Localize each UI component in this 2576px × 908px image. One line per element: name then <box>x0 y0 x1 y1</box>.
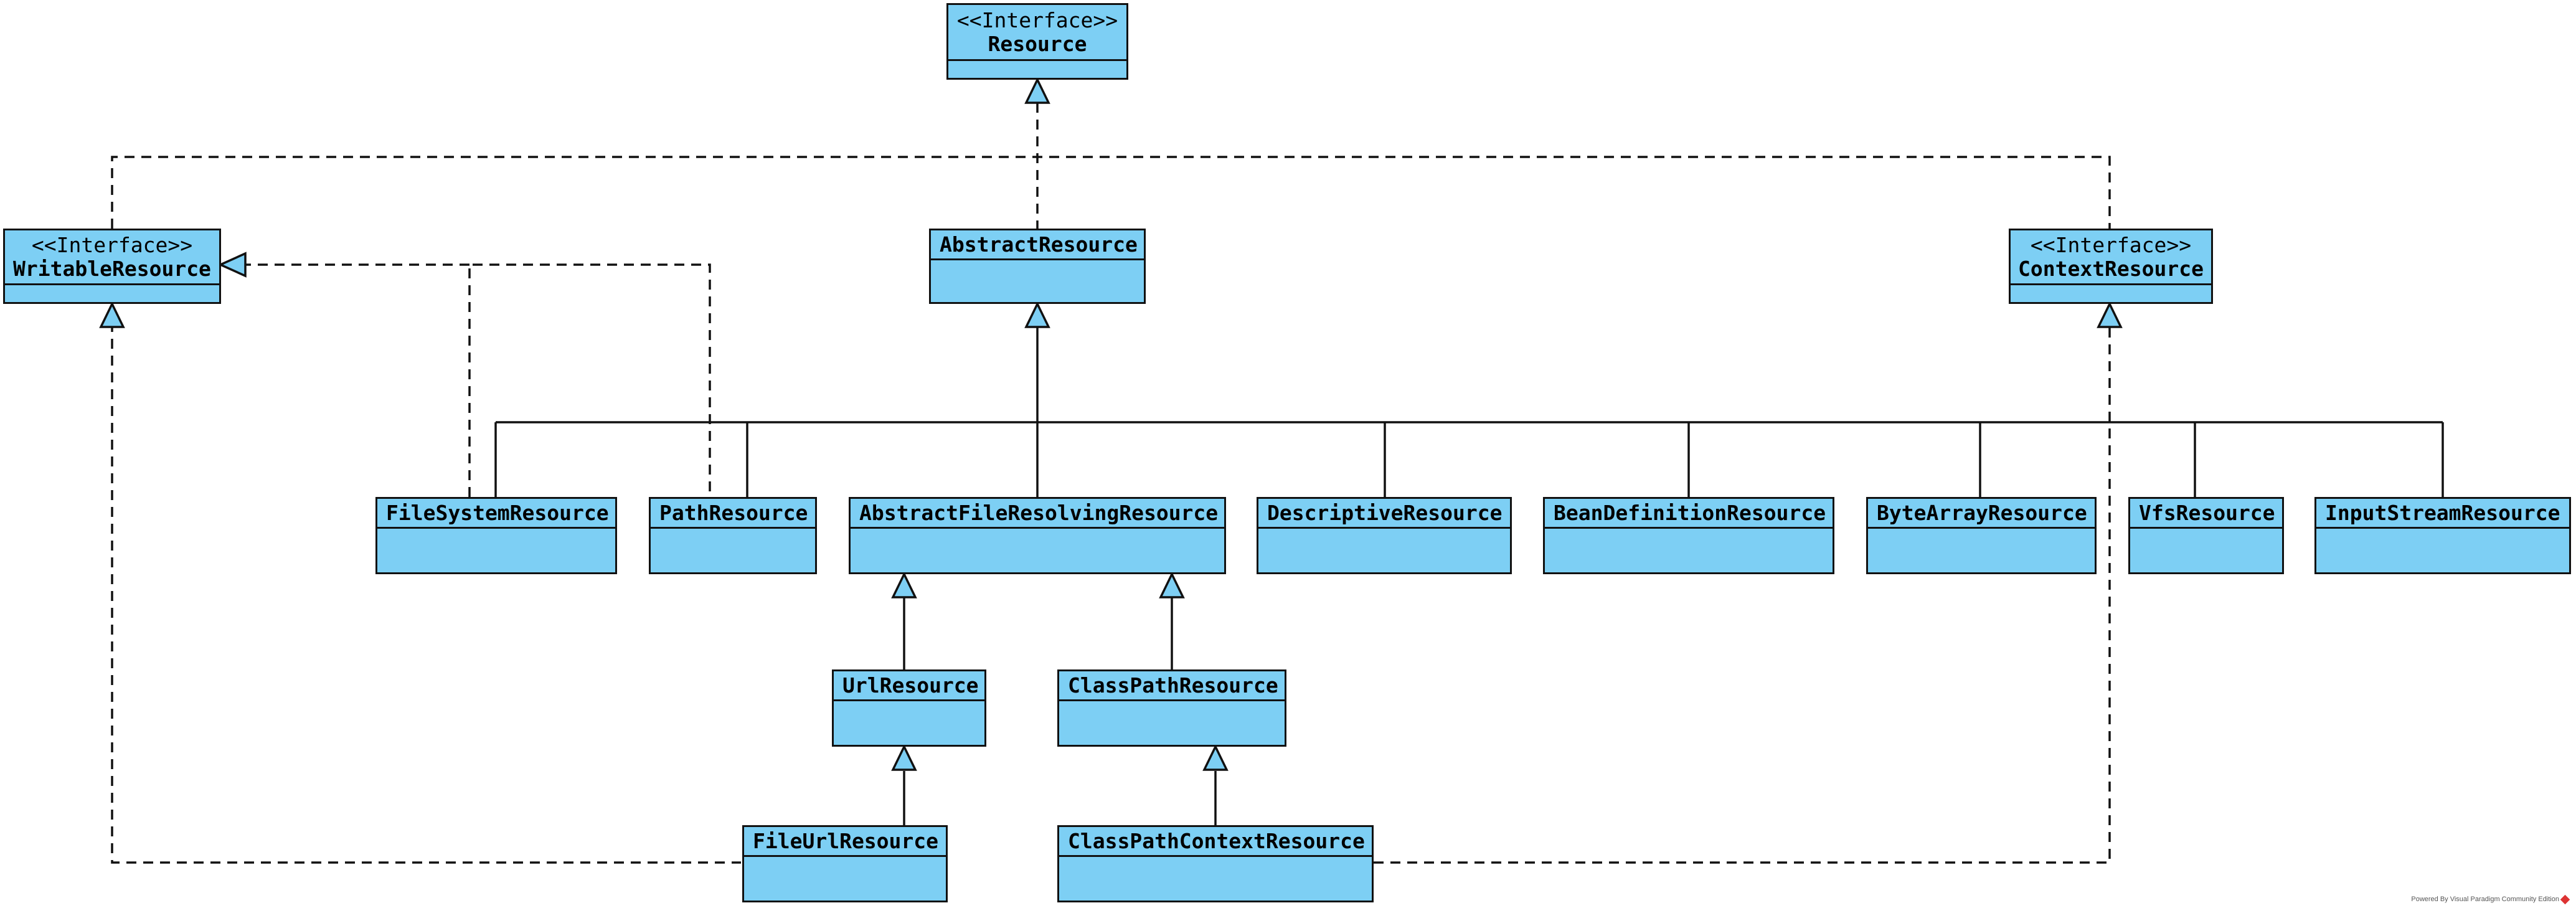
class-file-system-resource[interactable]: FileSystemResource <box>375 497 617 574</box>
stereotype-label: <<Interface>> <box>2030 232 2192 257</box>
class-name: WritableResource <box>13 256 211 281</box>
arrow-to-writable-resource <box>217 252 247 278</box>
arrow-to-abstract-file-resolving-resource-right <box>1159 571 1185 598</box>
class-name: AbstractFileResolvingResource <box>859 500 1219 525</box>
class-input-stream-resource[interactable]: InputStreamResource <box>2314 497 2571 574</box>
generalization-lines <box>494 305 2444 825</box>
arrow-to-context-resource <box>2097 301 2123 328</box>
arrowheads <box>99 77 2123 771</box>
footer-text: Powered By Visual Paradigm Community Edi… <box>2411 896 2559 903</box>
class-path-resource[interactable]: PathResource <box>649 497 817 574</box>
class-context-resource[interactable]: <<Interface>> ContextResource <box>2009 229 2213 304</box>
class-abstract-resource[interactable]: AbstractResource <box>929 229 1146 304</box>
arrow-to-abstract-resource <box>1024 301 1050 328</box>
class-class-path-context-resource[interactable]: ClassPathContextResource <box>1057 825 1374 902</box>
class-name: FileSystemResource <box>386 500 609 525</box>
arrow-to-class-path-resource <box>1202 744 1229 771</box>
footer-watermark: Powered By Visual Paradigm Community Edi… <box>2411 894 2570 904</box>
class-file-url-resource[interactable]: FileUrlResource <box>742 825 948 902</box>
class-name: ByteArrayResource <box>1877 500 2087 525</box>
class-byte-array-resource[interactable]: ByteArrayResource <box>1866 497 2097 574</box>
class-name: ContextResource <box>2017 256 2204 281</box>
realization-lines <box>111 103 2111 864</box>
class-name: ClassPathContextResource <box>1068 828 1365 853</box>
class-name: VfsResource <box>2139 500 2275 525</box>
stereotype-label: <<Interface>> <box>31 232 193 257</box>
class-resource[interactable]: <<Interface>> Resource <box>946 3 1128 80</box>
arrow-to-writable-resource-bottom <box>99 301 125 328</box>
class-url-resource[interactable]: UrlResource <box>832 669 986 747</box>
class-writable-resource[interactable]: <<Interface>> WritableResource <box>3 229 221 304</box>
class-name: FileUrlResource <box>753 828 939 853</box>
arrow-to-abstract-file-resolving-resource-left <box>891 571 917 598</box>
class-name: DescriptiveResource <box>1267 500 1503 525</box>
class-name: Resource <box>988 31 1087 56</box>
visual-paradigm-logo-icon <box>2560 894 2570 904</box>
stereotype-label: <<Interface>> <box>956 7 1118 32</box>
class-name: InputStreamResource <box>2325 500 2560 525</box>
class-name: UrlResource <box>842 673 979 698</box>
arrow-to-resource <box>1024 77 1050 104</box>
class-name: AbstractResource <box>940 232 1138 257</box>
class-bean-definition-resource[interactable]: BeanDefinitionResource <box>1543 497 1834 574</box>
class-name: ClassPathResource <box>1068 673 1278 698</box>
class-name: PathResource <box>659 500 808 525</box>
class-descriptive-resource[interactable]: DescriptiveResource <box>1257 497 1512 574</box>
class-name: BeanDefinitionResource <box>1554 500 1826 525</box>
class-class-path-resource[interactable]: ClassPathResource <box>1057 669 1286 747</box>
arrow-to-url-resource <box>891 744 917 771</box>
class-vfs-resource[interactable]: VfsResource <box>2128 497 2284 574</box>
class-abstract-file-resolving-resource[interactable]: AbstractFileResolvingResource <box>849 497 1226 574</box>
